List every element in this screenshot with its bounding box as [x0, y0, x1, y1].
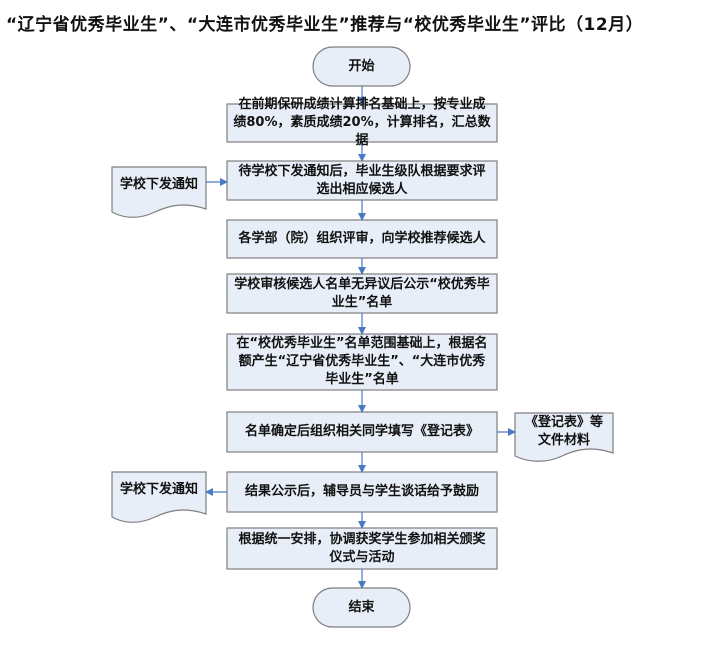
doc-notice-1-label: 学校下发通知: [119, 177, 198, 192]
start-label: 开始: [348, 58, 375, 74]
document-shape-materials: [514, 412, 614, 462]
process-box-1: [226, 103, 498, 143]
doc-notice-2-label: 学校下发通知: [119, 482, 198, 497]
step3-label: 各学部（院）组织评审，向学校推荐候选人: [238, 231, 486, 246]
process-box-8: [226, 527, 498, 570]
step7-label: 结果公示后，辅导员与学生谈话给予鼓励: [244, 484, 479, 499]
doc-materials-label: 《登记表》等文件材料: [524, 415, 603, 448]
document-shape-notice-2: [111, 471, 207, 523]
step2-label: 待学校下发通知后，毕业生级队根据要求评选出相应候选人: [238, 163, 486, 197]
step1-label: 在前期保研成绩计算排名基础上，按专业成绩80%，素质成绩20%，计算排名，汇总数…: [233, 97, 491, 148]
diagram-title: “辽宁省优秀毕业生”、“大连市优秀毕业生”推荐与“校优秀毕业生”评比（12月）: [6, 15, 644, 35]
process-box-2: [226, 160, 498, 201]
end-label: 结束: [348, 599, 375, 615]
step4-label: 学校审核候选人名单无异议后公示“校优秀毕业生”名单: [234, 276, 490, 310]
step8-label: 根据统一安排，协调获奖学生参加相关颁奖仪式与活动: [238, 531, 486, 565]
document-shape-notice-1: [111, 166, 207, 218]
step5-label: 在“校优秀毕业生”名单范围基础上，根据名额产生“辽宁省优秀毕业生”、“大连市优秀…: [236, 336, 488, 387]
step6-label: 名单确定后组织相关同学填写《登记表》: [244, 424, 479, 439]
